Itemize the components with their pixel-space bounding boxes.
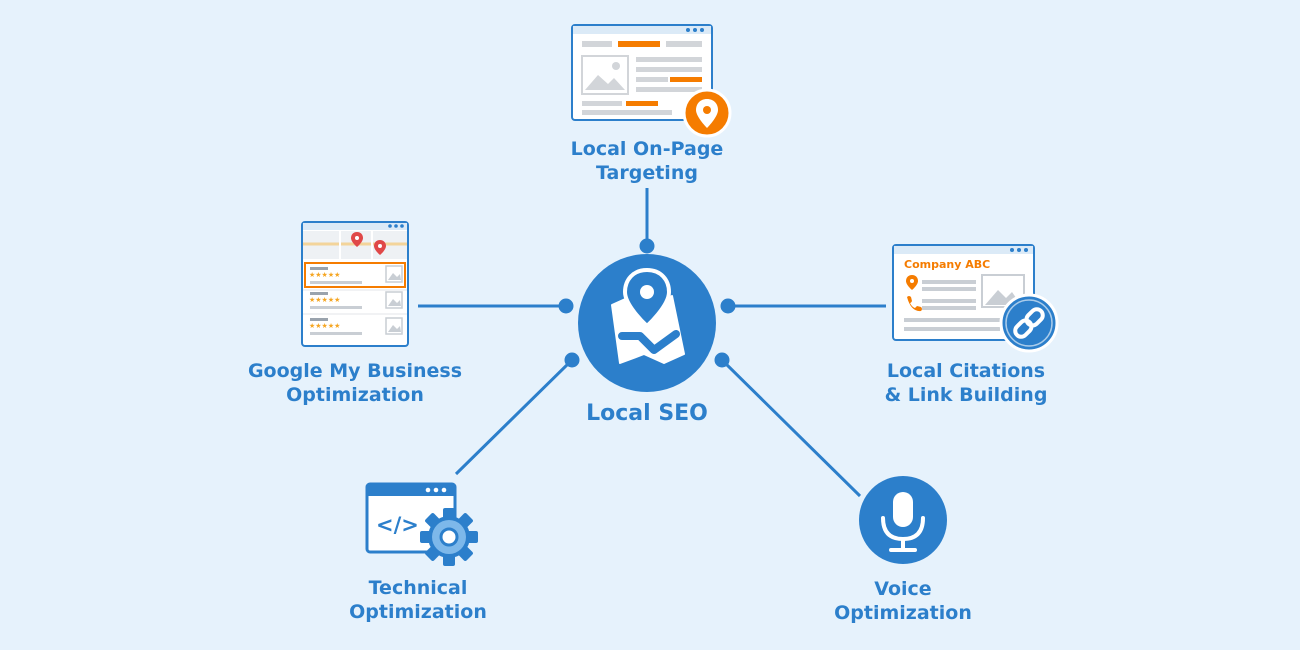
- microphone-icon: [859, 476, 947, 564]
- node-label-line: Optimization: [286, 384, 424, 406]
- connector-technical: [454, 358, 574, 476]
- node-label-on-page: Local On-Page Targeting: [543, 137, 751, 185]
- node-label-technical: Technical Optimization: [318, 576, 518, 624]
- connector-dot-gmb: [558, 298, 574, 314]
- node-label-voice: Voice Optimization: [803, 577, 1003, 625]
- connector-dot-voice: [714, 352, 730, 368]
- node-label-line: Local Citations: [886, 360, 1046, 382]
- node-label-line: Optimization: [834, 602, 972, 624]
- map-pin-icon: [578, 254, 716, 392]
- svg-text:★★★★★: ★★★★★: [309, 271, 340, 279]
- node-label-line: Google My Business: [247, 360, 463, 382]
- svg-text:★★★★★: ★★★★★: [309, 322, 340, 330]
- node-label-line: Voice: [874, 578, 932, 600]
- node-label-line: & Link Building: [884, 384, 1048, 406]
- connector-dot-citations: [720, 298, 736, 314]
- node-label-line: Local On-Page: [570, 138, 724, 160]
- citation-link-icon: Company ABC: [892, 244, 1059, 353]
- node-label-gmb: Google My Business Optimization: [230, 359, 480, 407]
- connectors: [418, 188, 886, 498]
- svg-text:★★★★★: ★★★★★: [309, 296, 340, 304]
- node-label-line: Optimization: [349, 601, 487, 623]
- node-label-line: Targeting: [596, 162, 698, 184]
- center-label-text: Local SEO: [586, 401, 708, 426]
- connector-voice: [720, 358, 862, 498]
- code-gear-icon: </>: [365, 482, 478, 566]
- business-listing-icon: ★★★★★ ★★★★★ ★★★★★: [301, 221, 409, 347]
- connector-dot-technical: [564, 352, 580, 368]
- webpage-location-icon: [571, 24, 732, 138]
- connector-dot-on-page: [639, 238, 655, 254]
- center-label: Local SEO: [547, 401, 747, 427]
- node-label-line: Technical: [368, 577, 468, 599]
- citation-company-text: Company ABC: [904, 258, 990, 271]
- code-brackets-text: </>: [376, 513, 419, 537]
- node-label-citations: Local Citations & Link Building: [853, 359, 1079, 407]
